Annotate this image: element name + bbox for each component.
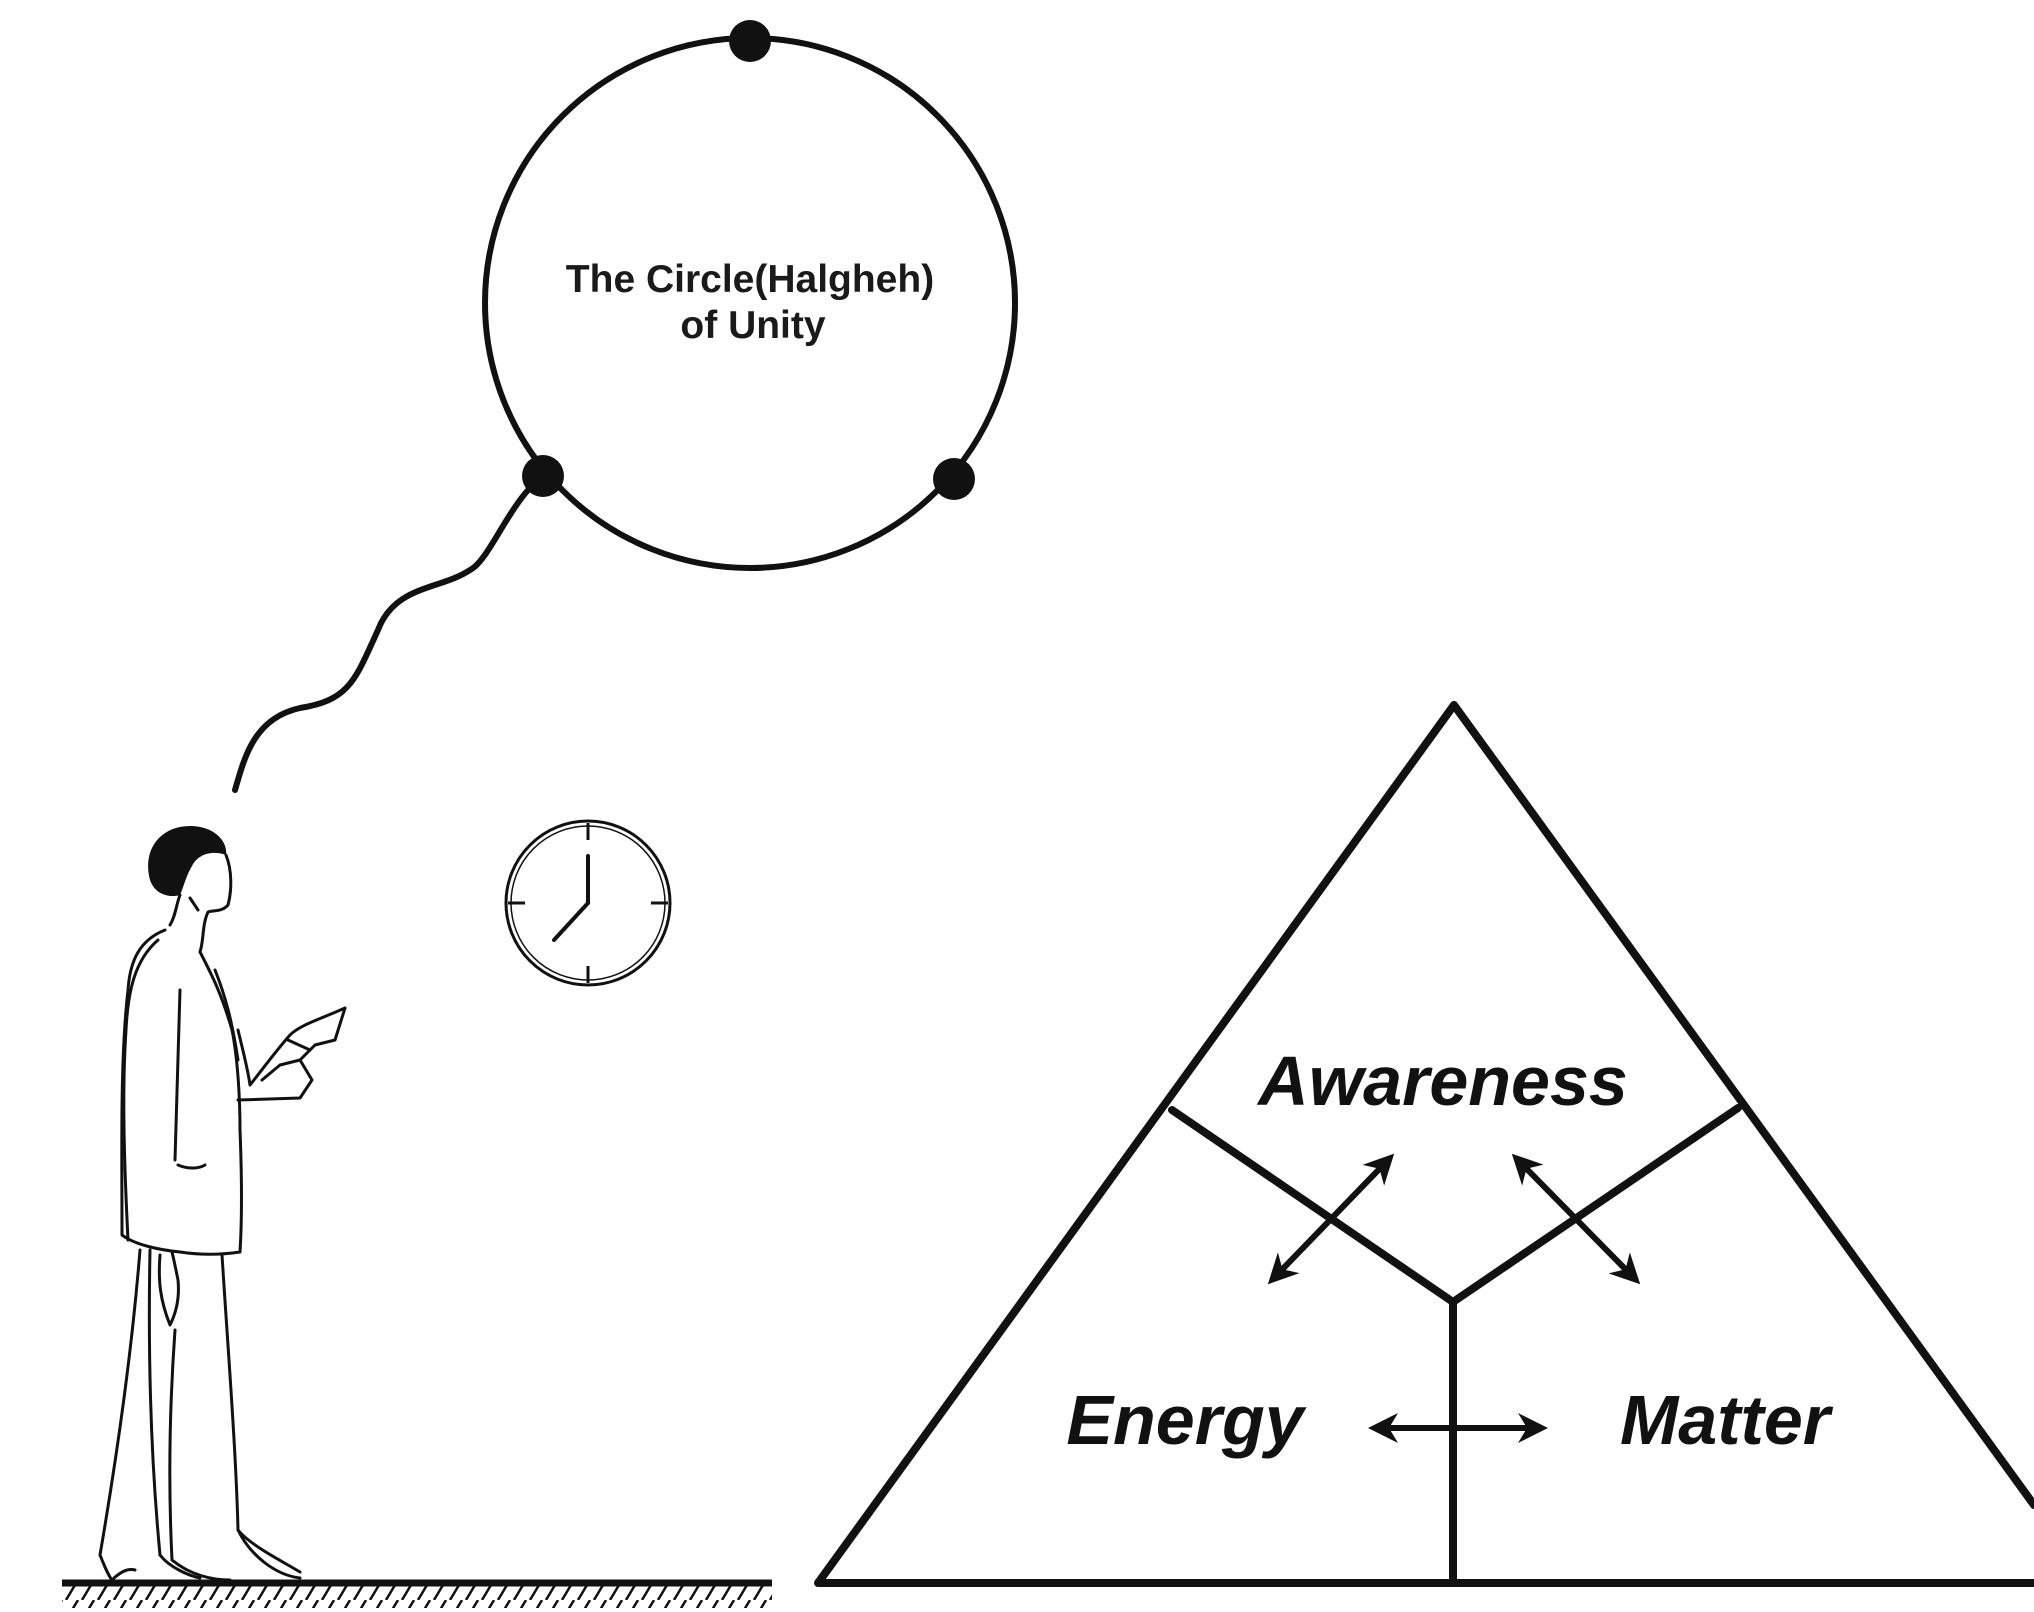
circle-node-top: [729, 20, 771, 62]
connection-thread: [232, 473, 546, 793]
wall-clock-icon: [504, 819, 672, 987]
standing-person-icon: [98, 826, 347, 1582]
label-energy: Energy: [1066, 1381, 1306, 1459]
circle-node-right: [933, 458, 975, 500]
energy-matter-awareness-triangle: Awareness Energy Matter: [814, 701, 2034, 1587]
label-matter: Matter: [1620, 1381, 1834, 1459]
circle-label-line1: The Circle(Halgheh): [566, 258, 934, 301]
circle-of-unity: The Circle(Halgheh) of Unity: [482, 20, 1018, 571]
awareness-energy-double-arrow-icon: [1267, 1153, 1395, 1285]
circle-label-line2: of Unity: [680, 304, 825, 347]
triangle-outline: [814, 701, 2034, 1587]
triangle-inner-divider: [1168, 1104, 1742, 1306]
awareness-matter-double-arrow-icon: [1511, 1153, 1641, 1285]
hatched-ground-icon: [62, 1579, 772, 1608]
label-awareness: Awareness: [1256, 1042, 1628, 1120]
